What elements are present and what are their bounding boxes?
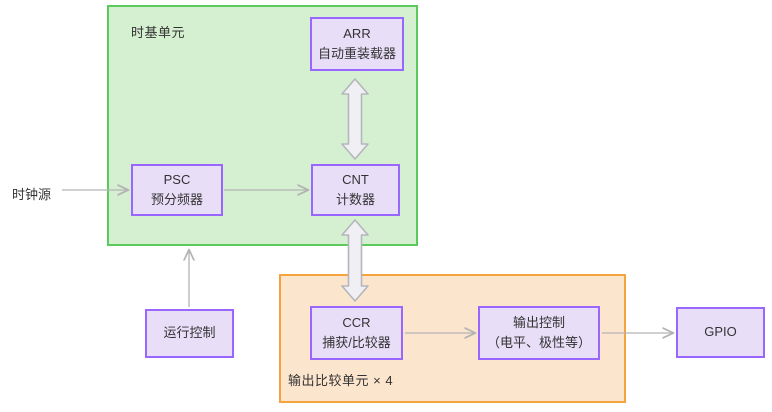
node-arr-line2: 自动重装载器 (317, 46, 396, 61)
node-gpio-line1: GPIO (704, 324, 737, 340)
node-ccr[interactable]: CCR 捕获/比较器 (310, 306, 403, 360)
group-label-output-compare-unit: 输出比较单元 × 4 (288, 373, 394, 388)
group-label-time-base-unit: 时基单元 (131, 25, 186, 40)
node-psc-line2: 预分频器 (150, 192, 203, 207)
node-run-control-line1: 运行控制 (163, 325, 216, 341)
node-psc-line1: PSC (163, 171, 191, 187)
node-cnt[interactable]: CNT 计数器 (311, 164, 400, 216)
node-ccr-line2: 捕获/比较器 (322, 335, 391, 350)
label-clock-source: 时钟源 (12, 187, 52, 202)
node-psc[interactable]: PSC 预分频器 (131, 164, 223, 216)
node-cnt-line2: 计数器 (335, 192, 375, 207)
node-run-control[interactable]: 运行控制 (145, 309, 234, 358)
node-ccr-line1: CCR (342, 314, 371, 330)
node-arr-line1: ARR (343, 25, 371, 41)
node-output-control-line1: 输出控制 (512, 314, 565, 330)
node-output-control[interactable]: 输出控制 （电平、极性等） (478, 306, 600, 360)
node-output-control-line2: （电平、极性等） (486, 335, 591, 350)
node-arr[interactable]: ARR 自动重装载器 (310, 17, 404, 71)
node-gpio[interactable]: GPIO (676, 307, 765, 358)
node-cnt-line1: CNT (342, 171, 369, 187)
